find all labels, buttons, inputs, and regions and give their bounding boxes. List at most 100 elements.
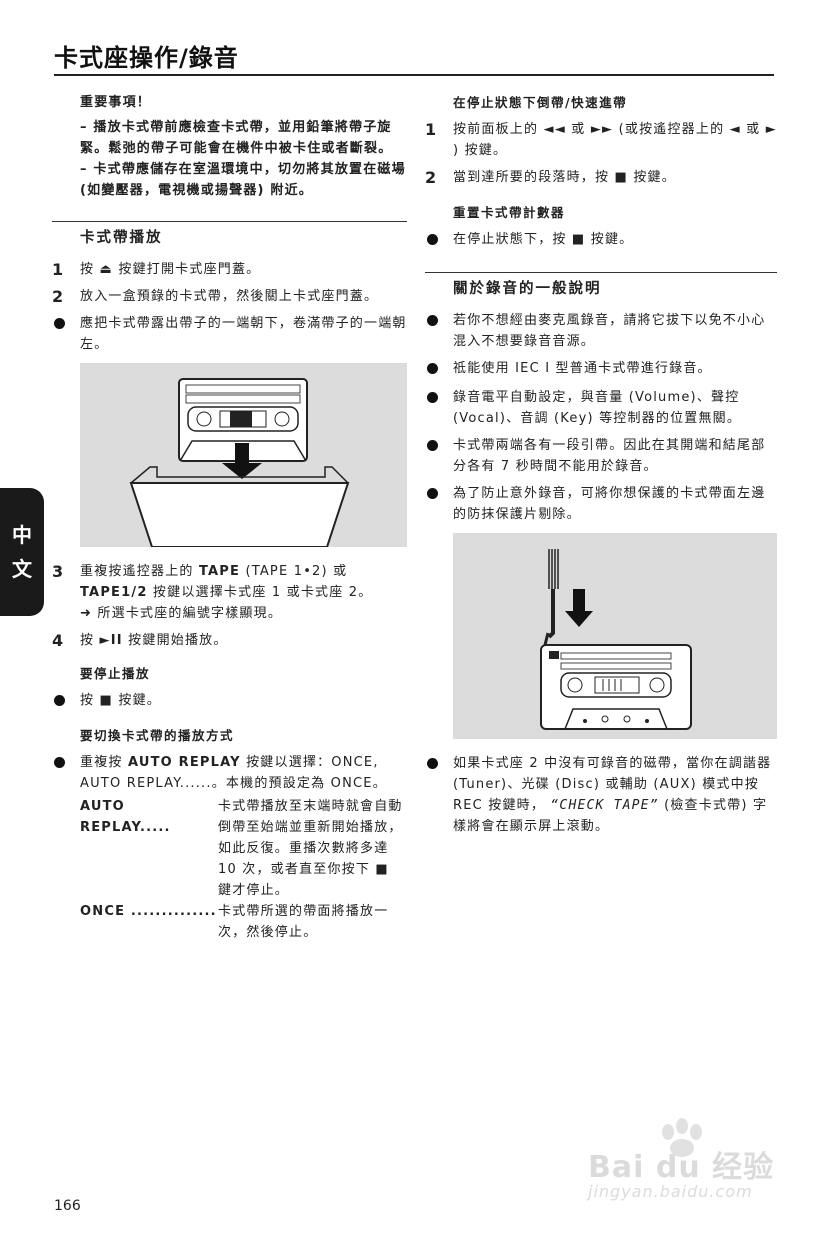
step-1: 1 按 ⏏ 按鍵打開卡式座門蓋。 — [52, 259, 407, 280]
rewind-step-1: 1 按前面板上的 ◄◄ 或 ►► (或按遙控器上的 ◄ 或 ► ) 按鍵。 — [425, 119, 777, 161]
mode-item: 重複按 AUTO REPLAY 按鍵以選擇：ONCE, AUTO REPLAY.… — [52, 752, 407, 794]
bullet-dot-icon — [425, 483, 453, 525]
page-number: 166 — [54, 1198, 81, 1214]
def-once-text: 卡式帶所選的帶面將播放一次，然後停止。 — [218, 904, 389, 940]
right-column: 在停止狀態下倒帶/快速進帶 1 按前面板上的 ◄◄ 或 ►► (或按遙控器上的 … — [425, 92, 777, 843]
r1-text-d: 或 — [746, 122, 761, 137]
recording-heading: 關於錄音的一般說明 — [425, 272, 777, 304]
baidu-watermark: Bai du 经验 jingyan.baidu.com — [588, 1118, 778, 1204]
step-4-number: 4 — [52, 631, 65, 650]
r1-text-c: (或按遙控器上的 — [618, 122, 725, 137]
rewind-heading: 在停止狀態下倒帶/快速進帶 — [453, 95, 628, 110]
step-4: 4 按 ►II 按鍵開始播放。 — [52, 630, 407, 651]
rec-bullet-5-text: 為了防止意外錄音，可將你想保護的卡式帶面左邊的防抹保護片剔除。 — [453, 486, 766, 522]
step-3-result: ➜ 所選卡式座的編號字樣顯現。 — [80, 606, 283, 621]
stop-text-b: 按鍵。 — [118, 693, 161, 708]
erase-protection-svg — [540, 549, 692, 730]
definition-row: AUTO REPLAY..... 卡式帶播放至末端時就會自動倒帶至始端並重新開始… — [80, 796, 407, 901]
notice-heading: 重要事項！ — [80, 95, 152, 110]
erase-protection-illustration — [453, 533, 777, 739]
bullet-orientation-text: 應把卡式帶露出帶子的一端朝下，卷滿帶子的一端朝左。 — [80, 316, 407, 352]
side-tab-char-1: 中 — [12, 523, 32, 547]
playback-heading: 卡式帶播放 — [52, 221, 407, 253]
step-4-text-a: 按 — [80, 633, 95, 648]
rec-bullet-3-text: 錄音電平自動設定，與音量 (Volume)、聲控 (Vocal)、音調 (Key… — [453, 390, 742, 426]
step-3-text-a: 重複按遙控器上的 — [80, 564, 194, 579]
def-once-term: ONCE ............................ — [80, 904, 218, 919]
bullet-dot-icon — [425, 435, 453, 477]
bullet-dot-icon — [425, 310, 453, 352]
page-title: 卡式座操作/錄音 — [54, 44, 239, 72]
notice-line-2: – 卡式帶應儲存在室溫環境中，切勿將其放置在磁場 (如變壓器，電視機或揚聲器) … — [80, 162, 406, 198]
reset-item: 在停止狀態下，按 ■ 按鍵。 — [425, 229, 777, 252]
r1-text-e: ) 按鍵。 — [453, 143, 508, 158]
right-arrow-icon: ► — [765, 122, 777, 137]
watermark-brand: Bai du 经验 — [588, 1150, 775, 1185]
rec-bullet-4-text: 卡式帶兩端各有一段引帶。因此在其開端和結尾部分各有 7 秒時間不能用於錄音。 — [453, 438, 766, 474]
fast-forward-icon: ►► — [590, 122, 614, 137]
check-tape-text-a: 如果卡式座 2 中沒有可錄音的磁帶，當你在調諧器 (Tuner)、光碟 (Dis… — [453, 756, 772, 813]
bullet-dot-icon — [52, 752, 80, 794]
bullet-orientation: 應把卡式帶露出帶子的一端朝下，卷滿帶子的一端朝左。 — [52, 313, 407, 355]
check-tape-bullet: 如果卡式座 2 中沒有可錄音的磁帶，當你在調諧器 (Tuner)、光碟 (Dis… — [425, 753, 777, 837]
rewind-step-2: 2 當到達所要的段落時，按 ■ 按鍵。 — [425, 167, 777, 188]
bullet-dot-icon — [52, 313, 80, 355]
mode-heading: 要切換卡式帶的播放方式 — [80, 728, 235, 743]
step-3-text-c: 按鍵以選擇卡式座 1 或卡式座 2。 — [152, 585, 373, 600]
mode-definitions: AUTO REPLAY..... 卡式帶播放至末端時就會自動倒帶至始端並重新開始… — [52, 796, 407, 943]
step-1-text-a: 按 — [80, 262, 95, 277]
language-side-tab: 中 文 — [0, 488, 44, 616]
watermark-url: jingyan.baidu.com — [588, 1182, 753, 1201]
cassette-insert-illustration — [80, 363, 407, 548]
bullet-dot-icon — [425, 387, 453, 429]
stop-text-a: 按 — [80, 693, 95, 708]
side-tab-char-2: 文 — [12, 557, 32, 581]
step-2: 2 放入一盒預錄的卡式帶，然後關上卡式座門蓋。 — [52, 286, 407, 307]
rewind-step-1-number: 1 — [425, 120, 438, 139]
auto-replay-key-label: AUTO REPLAY — [127, 755, 241, 770]
rec-bullet-3: 錄音電平自動設定，與音量 (Volume)、聲控 (Vocal)、音調 (Key… — [425, 387, 777, 429]
step-1-number: 1 — [52, 260, 65, 279]
left-arrow-icon: ◄ — [729, 122, 741, 137]
paw-logo-icon — [662, 1118, 702, 1157]
bullet-dot-icon — [425, 753, 453, 837]
title-rule — [54, 74, 774, 76]
stop-item: 按 ■ 按鍵。 — [52, 690, 407, 713]
rewind-icon: ◄◄ — [543, 122, 566, 137]
bullet-dot-icon — [425, 229, 453, 252]
mode-text-a: 重複按 — [80, 755, 123, 770]
step-3-text-b: (TAPE 1•2) 或 — [245, 564, 348, 579]
def-auto-replay-text: 卡式帶播放至末端時就會自動倒帶至始端並重新開始播放，如此反復。重播次數將多達 1… — [218, 799, 403, 898]
cassette-insert-svg — [129, 378, 350, 548]
step-4-text-b: 按鍵開始播放。 — [128, 633, 228, 648]
def-auto-replay-term: AUTO REPLAY..... — [80, 799, 171, 835]
step-3-number: 3 — [52, 562, 65, 581]
step-2-text: 放入一盒預錄的卡式帶，然後關上卡式座門蓋。 — [80, 289, 379, 304]
rewind-step-2-text: 當到達所要的段落時，按 ■ 按鍵。 — [453, 170, 676, 185]
check-tape-lcd-text: “CHECK TAPE” — [550, 798, 659, 813]
rec-bullet-2: 祗能使用 IEC I 型普通卡式帶進行錄音。 — [425, 358, 777, 381]
tape12-key-label: TAPE1/2 — [80, 585, 148, 600]
step-2-number: 2 — [52, 287, 65, 306]
rec-bullet-5: 為了防止意外錄音，可將你想保護的卡式帶面左邊的防抹保護片剔除。 — [425, 483, 777, 525]
rec-bullet-1: 若你不想經由麥克風錄音，請將它拔下以免不小心混入不想要錄音音源。 — [425, 310, 777, 352]
notice-line-1: – 播放卡式帶前應檢查卡式帶，並用鉛筆將帶子旋緊。鬆弛的帶子可能會在機件中被卡住… — [80, 120, 393, 156]
bullet-dot-icon — [425, 358, 453, 381]
check-tape-text-b: (檢查卡式帶) 字樣將會在顯示屏上滾動。 — [453, 798, 768, 834]
tape-key-label: TAPE — [198, 564, 241, 579]
bullet-dot-icon — [52, 690, 80, 713]
r1-text-a: 按前面板上的 — [453, 122, 539, 137]
rec-bullet-2-text: 祗能使用 IEC I 型普通卡式帶進行錄音。 — [453, 361, 712, 376]
eject-icon: ⏏ — [99, 262, 114, 277]
play-pause-icon: ►II — [99, 633, 123, 648]
rec-bullet-4: 卡式帶兩端各有一段引帶。因此在其開端和結尾部分各有 7 秒時間不能用於錄音。 — [425, 435, 777, 477]
definition-row: ONCE ............................ 卡式帶所選的… — [80, 901, 407, 943]
notice-box: 重要事項！ – 播放卡式帶前應檢查卡式帶，並用鉛筆將帶子旋緊。鬆弛的帶子可能會在… — [52, 92, 407, 201]
left-column: 重要事項！ – 播放卡式帶前應檢查卡式帶，並用鉛筆將帶子旋緊。鬆弛的帶子可能會在… — [52, 92, 407, 943]
r1-text-b: 或 — [571, 122, 586, 137]
step-1-text-b: 按鍵打開卡式座門蓋。 — [118, 262, 261, 277]
reset-text: 在停止狀態下，按 ■ 按鍵。 — [453, 232, 634, 247]
stop-icon: ■ — [99, 693, 114, 708]
rec-bullet-1-text: 若你不想經由麥克風錄音，請將它拔下以免不小心混入不想要錄音音源。 — [453, 313, 766, 349]
step-3: 3 重複按遙控器上的 TAPE (TAPE 1•2) 或 TAPE1/2 按鍵以… — [52, 561, 407, 624]
